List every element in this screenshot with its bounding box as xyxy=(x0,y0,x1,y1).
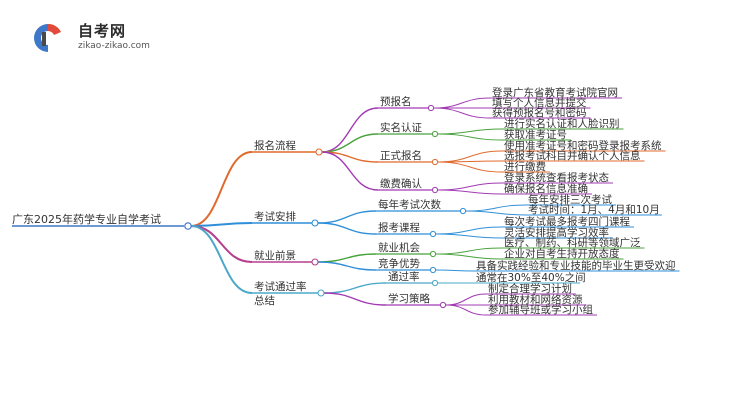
branch-edge xyxy=(190,225,253,294)
sub-connector xyxy=(431,186,439,194)
leaf-edge xyxy=(465,204,527,212)
leaf-label[interactable]: 通常在30%至40%之间 xyxy=(476,271,586,284)
sub-label[interactable]: 预报名 xyxy=(380,95,412,108)
leaf-edge xyxy=(435,233,503,239)
sub-connector xyxy=(429,266,437,274)
sub-label[interactable]: 实名认证 xyxy=(380,121,422,134)
leaf-label[interactable]: 每年安排三次考试 xyxy=(528,193,612,206)
sub-edge xyxy=(321,133,379,153)
sub-connector xyxy=(429,230,437,238)
sub-connector xyxy=(431,279,439,287)
leaf-label[interactable]: 登录广东省教育考试院官网 xyxy=(492,86,618,99)
leaf-edge xyxy=(437,150,503,163)
sub-connector xyxy=(431,130,439,138)
branch-connector xyxy=(311,219,319,227)
sub-connector xyxy=(439,301,447,309)
sub-label[interactable]: 竞争优势 xyxy=(378,257,420,270)
sub-label[interactable]: 缴费确认 xyxy=(380,177,422,190)
mindmap-edges xyxy=(12,97,680,316)
leaf-edge xyxy=(445,293,487,306)
site-logo[interactable]: 自考网 zikao-zikao.com xyxy=(28,16,150,60)
sub-edge xyxy=(317,261,377,271)
leaf-label[interactable]: 进行实名认证和人脸识别 xyxy=(504,117,620,130)
branch-label[interactable]: 考试通过率 xyxy=(254,280,307,293)
leaf-label[interactable]: 医疗、制药、科研等领域广泛 xyxy=(504,236,641,249)
sub-edge xyxy=(317,222,377,235)
sub-connector xyxy=(459,207,467,215)
leaf-label[interactable]: 具备实践经验和专业技能的毕业生更受欢迎 xyxy=(476,259,676,272)
leaf-edge xyxy=(437,128,503,135)
logo-url: zikao-zikao.com xyxy=(78,41,150,51)
sub-connector xyxy=(431,158,439,166)
branch-label[interactable]: 就业前景 xyxy=(254,249,296,262)
leaf-label[interactable]: 获得预报名号和密码 xyxy=(492,106,587,119)
leaf-edge xyxy=(437,161,503,173)
leaf-edge xyxy=(435,269,475,272)
logo-title: 自考网 xyxy=(78,22,127,40)
leaf-label[interactable]: 考试时间：1月、4月和10月 xyxy=(528,203,660,216)
mindmap-nodes: 广东2025年药学专业自学考试 报名流程 预报名 登录广东省教育考试院官网填写个人信息… xyxy=(12,86,676,316)
sub-edge xyxy=(323,282,387,294)
sub-connector xyxy=(427,104,435,112)
leaf-edge xyxy=(433,107,491,119)
branch-connector xyxy=(315,148,323,156)
leaf-label[interactable]: 企业对自考生持开放态度 xyxy=(504,247,620,260)
leaf-label[interactable]: 使用准考证号和密码登录报考系统 xyxy=(504,139,662,152)
leaf-label[interactable]: 确保报名信息准确 xyxy=(504,182,588,195)
leaf-label[interactable]: 利用教材和网络资源 xyxy=(488,293,583,306)
sub-edge xyxy=(321,107,379,153)
leaf-edge xyxy=(465,210,527,216)
leaf-label[interactable]: 灵活安排提高学习效率 xyxy=(504,226,609,239)
sub-label[interactable]: 学习策略 xyxy=(388,292,430,305)
sub-connector xyxy=(429,250,437,258)
leaf-label[interactable]: 每次考试最多报考四门课程 xyxy=(504,215,630,228)
branch-label[interactable]: 考试安排 xyxy=(254,210,296,223)
sub-edge xyxy=(317,210,377,224)
leaf-edge xyxy=(445,304,487,316)
sub-edge xyxy=(323,292,387,306)
logo-mark-icon xyxy=(34,23,61,52)
leaf-edge xyxy=(433,97,491,109)
leaf-edge xyxy=(437,182,503,191)
sub-label[interactable]: 就业机会 xyxy=(378,241,420,254)
leaf-label[interactable]: 登录系统查看报考状态 xyxy=(504,171,609,184)
leaf-label[interactable]: 进行缴费 xyxy=(504,160,546,173)
sub-label[interactable]: 通过率 xyxy=(388,270,420,283)
leaf-edge xyxy=(437,189,503,195)
leaf-label[interactable]: 选报考试科目并确认个人信息 xyxy=(504,149,641,162)
sub-label[interactable]: 报考课程 xyxy=(378,221,420,234)
leaf-edge xyxy=(435,247,503,255)
root-node-label[interactable]: 广东2025年药学专业自学考试 xyxy=(12,212,161,226)
leaf-edge xyxy=(437,133,503,141)
branch-label-line2[interactable]: 总结 xyxy=(254,294,275,307)
branch-connector xyxy=(311,258,319,266)
leaf-label[interactable]: 制定合理学习计划 xyxy=(488,282,572,295)
sub-edge xyxy=(321,151,379,191)
leaf-label[interactable]: 填写个人信息并提交 xyxy=(492,96,587,109)
sub-label[interactable]: 每年考试次数 xyxy=(378,198,441,211)
leaf-edge xyxy=(435,253,503,260)
leaf-label[interactable]: 参加辅导班或学习小组 xyxy=(488,303,593,316)
branch-edge xyxy=(190,225,253,263)
leaf-edge xyxy=(435,226,503,235)
branch-label[interactable]: 报名流程 xyxy=(254,139,296,152)
branch-connector xyxy=(317,289,325,297)
branch-edge xyxy=(190,151,253,227)
sub-edge xyxy=(317,253,377,263)
root-connector xyxy=(184,222,192,230)
sub-label[interactable]: 正式报名 xyxy=(380,149,422,162)
leaf-label[interactable]: 获取准考证号 xyxy=(504,129,567,141)
